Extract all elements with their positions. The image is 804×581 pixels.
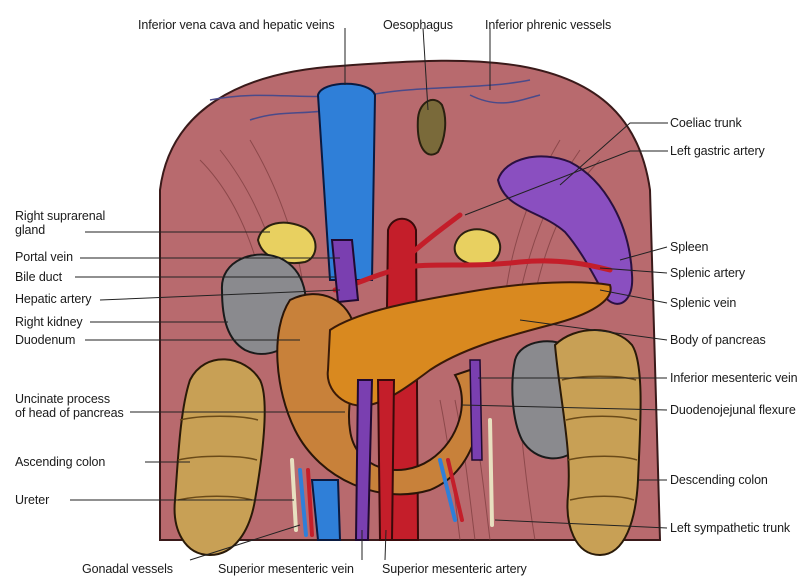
inferior-vena-cava-lower <box>312 480 340 540</box>
label-inferior-mesenteric-vein: Inferior mesenteric vein <box>670 371 798 385</box>
label-uncinate-line2: of head of pancreas <box>15 406 124 420</box>
oesophagus <box>418 100 445 155</box>
superior-mesenteric-artery <box>378 380 394 540</box>
label-right-suprarenal-line1: Right suprarenal <box>15 209 105 223</box>
descending-colon <box>555 330 641 555</box>
label-splenic-artery: Splenic artery <box>670 266 745 280</box>
label-left-sympathetic-trunk: Left sympathetic trunk <box>670 521 790 535</box>
label-spleen: Spleen <box>670 240 708 254</box>
label-splenic-vein: Splenic vein <box>670 296 736 310</box>
label-hepatic-artery: Hepatic artery <box>15 292 91 306</box>
label-left-gastric-artery: Left gastric artery <box>670 144 765 158</box>
label-descending-colon: Descending colon <box>670 473 768 487</box>
label-ascending-colon: Ascending colon <box>15 455 105 469</box>
label-duodenojejunal-flexure: Duodenojejunal flexure <box>670 403 796 417</box>
label-gonadal-vessels: Gonadal vessels <box>82 562 173 576</box>
label-ureter: Ureter <box>15 493 49 507</box>
label-body-of-pancreas: Body of pancreas <box>670 333 766 347</box>
label-coeliac-trunk: Coeliac trunk <box>670 116 742 130</box>
label-portal-vein: Portal vein <box>15 250 73 264</box>
label-right-kidney: Right kidney <box>15 315 83 329</box>
inferior-mesenteric-vein <box>470 360 482 460</box>
label-ivc-hepatic-veins: Inferior vena cava and hepatic veins <box>138 18 335 32</box>
label-right-suprarenal-line2: gland <box>15 223 45 237</box>
superior-mesenteric-vein <box>356 380 372 540</box>
label-oesophagus: Oesophagus <box>383 18 453 32</box>
label-superior-mesenteric-vein: Superior mesenteric vein <box>218 562 354 576</box>
left-suprarenal-gland <box>455 229 501 265</box>
label-inferior-phrenic-vessels: Inferior phrenic vessels <box>485 18 611 32</box>
label-superior-mesenteric-artery: Superior mesenteric artery <box>382 562 527 576</box>
label-bile-duct: Bile duct <box>15 270 62 284</box>
label-duodenum: Duodenum <box>15 333 75 347</box>
label-uncinate-line1: Uncinate process <box>15 392 110 406</box>
